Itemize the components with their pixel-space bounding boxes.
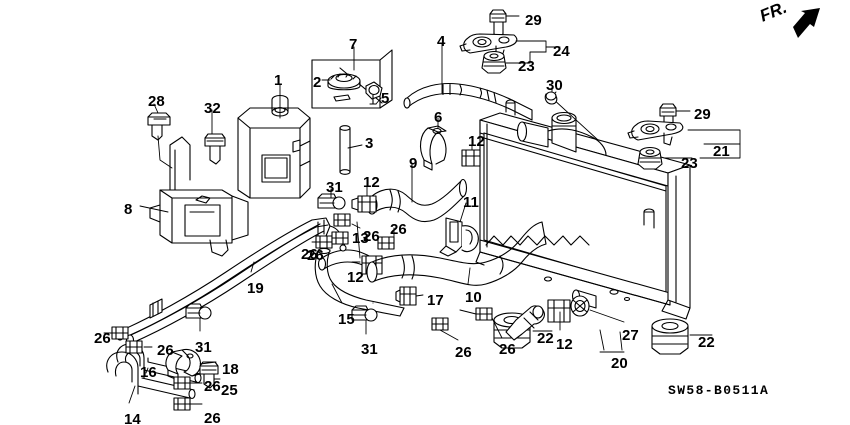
callout-hose-clip-small-35: 26 [307, 247, 324, 264]
callout-hose-pipe-2: 3 [365, 135, 374, 152]
bolt-31-a [317, 193, 346, 210]
clip-26-group [111, 213, 493, 411]
pipe-3 [339, 125, 351, 175]
callout-mount-rubber-27: 23 [681, 155, 698, 172]
bolt-31-c [351, 305, 378, 322]
upper-hose-4 [403, 82, 533, 121]
callout-mount-set-lower-23: 21 [713, 143, 730, 160]
bolt-29-a [489, 9, 507, 38]
mount-bracket-24 [459, 33, 518, 58]
diagram-code: SW58-B0511A [668, 383, 770, 398]
callout-hose-bracket-clamp-10: 11 [463, 194, 479, 211]
hose-holder-18 [165, 348, 203, 381]
hose-clip-12b [461, 149, 481, 167]
reservoir-tank [237, 94, 311, 199]
callout-reservoir-bracket-7: 8 [124, 201, 133, 218]
callout-hose-clip-small-33: 26 [204, 410, 221, 425]
mount-rubber-23-b [637, 146, 663, 170]
callout-mount-cushion-lower-24: 22 [537, 330, 554, 347]
callout-heater-hose-a-16: 14 [124, 411, 141, 425]
mount-bracket-21 [627, 120, 684, 146]
callout-bolt-lower-48: 32 [204, 100, 221, 117]
callout-hose-clip-12: 12 [363, 174, 380, 191]
callout-mount-set-upper-28: 24 [553, 43, 570, 60]
clamp-bracket-6 [419, 125, 447, 171]
bolt-28 [147, 112, 171, 141]
callout-cap-assembly-6: 7 [349, 36, 358, 53]
callout-hose-clip-11: 12 [468, 133, 485, 150]
radiator-assembly [475, 99, 691, 320]
leader-lines [103, 15, 741, 405]
callout-radiator-cap-1: 2 [313, 74, 322, 91]
callout-flange-bolt-43: 29 [694, 106, 711, 123]
callout-hose-holder-20: 18 [222, 361, 239, 378]
callout-bolt-flange-small-46: 31 [195, 339, 212, 356]
fr-arrow [793, 8, 820, 38]
callout-hose-clip-small-31: 26 [157, 342, 174, 359]
callout-hose-clip-small-39: 26 [499, 341, 516, 358]
drain-cock-20 [505, 305, 545, 341]
callout-hose-clip-small-30: 26 [94, 330, 111, 347]
callout-hose-clip-small-36: 26 [363, 228, 380, 245]
hose-clamp-17 [395, 286, 417, 306]
cap-assembly-box [311, 49, 393, 109]
callout-bolt-washer-29: 25 [221, 382, 238, 399]
clamp-bracket-11 [439, 217, 479, 257]
callout-hose-clip-small-37: 26 [390, 221, 407, 238]
hose-clip-12d [547, 299, 571, 323]
mount-rubber-23-a [481, 50, 507, 74]
callout-water-hose-upper-8: 9 [409, 155, 418, 172]
callout-water-hose-lower-9: 10 [465, 289, 482, 306]
callout-hose-clip-small-32: 26 [204, 378, 221, 395]
callout-bolt-upper-41: 28 [148, 93, 165, 110]
callout-bolt-flange-small-47: 31 [361, 341, 378, 358]
bolt-31-b [185, 303, 212, 320]
callout-mount-cushion-lower-25: 22 [698, 334, 715, 351]
callout-oil-cooler-pipes-21: 19 [247, 280, 264, 297]
callout-hose-clip-14: 12 [556, 336, 573, 353]
drain-plug-27 [570, 295, 590, 317]
bolt-32 [204, 133, 226, 165]
filler-neck-clip-30 [544, 91, 558, 105]
callout-mount-rubber-26: 23 [518, 58, 535, 75]
callout-heater-hose-c-18: 16 [140, 364, 157, 381]
callout-reservoir-tank-0: 1 [274, 72, 283, 89]
reservoir-bracket [149, 136, 249, 257]
callout-hose-clip-small-38: 26 [455, 344, 472, 361]
heater-hose-15 [314, 247, 405, 317]
callout-hose-clamp-19: 17 [427, 292, 444, 309]
hose-clip-12a [351, 195, 377, 213]
water-hose-10 [366, 221, 547, 286]
callout-bypass-hose-15: 13 [352, 230, 369, 247]
callout-drain-plug-40: 27 [622, 327, 639, 344]
callout-drain-cock-22: 20 [611, 355, 628, 372]
callout-flange-bolt-42: 29 [525, 12, 542, 29]
callout-hose-clip-small-34: 26 [301, 246, 318, 263]
mount-cushion-22-b [651, 318, 689, 355]
callout-hose-clamp-bracket-5: 6 [434, 109, 443, 126]
callout-heater-hose-b-17: 15 [338, 311, 355, 328]
callout-bolt-flange-small-45: 31 [326, 179, 343, 196]
callout-hose-clip-13: 12 [347, 269, 364, 286]
callout-cap-seal-4: 5 [381, 90, 390, 107]
callout-filler-neck-clip-44: 30 [546, 77, 563, 94]
callout-upper-hose-3: 4 [437, 33, 446, 50]
